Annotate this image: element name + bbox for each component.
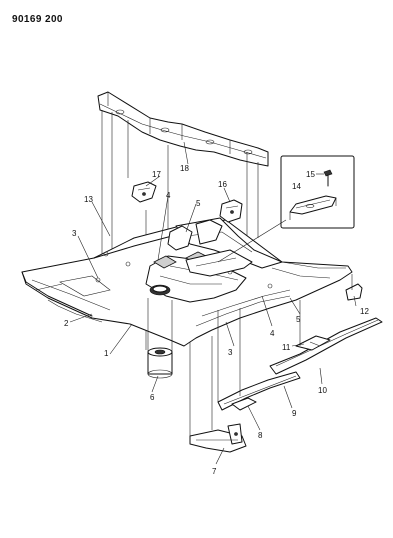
bracket-part-12 — [345, 274, 363, 301]
callout-3: 3 — [72, 229, 77, 238]
callout-5: 5 — [196, 199, 201, 208]
bracket-part-16 — [219, 199, 243, 223]
diagram-code: 90169 200 — [12, 14, 63, 25]
callout-3-lower: 3 — [228, 348, 233, 357]
callout-5-lower: 5 — [296, 315, 301, 324]
bracket-part-7 — [189, 336, 247, 453]
callout-numbers: 1 2 3 3 4 4 5 5 6 7 8 9 10 11 12 13 14 1… — [64, 164, 369, 476]
callout-7: 7 — [212, 467, 217, 476]
floor-pan — [21, 217, 353, 347]
callout-9: 9 — [292, 409, 297, 418]
callout-12: 12 — [360, 307, 369, 316]
callout-13: 13 — [84, 195, 93, 204]
callout-10: 10 — [318, 386, 327, 395]
callout-18: 18 — [180, 164, 189, 173]
callout-17: 17 — [152, 170, 161, 179]
callout-2: 2 — [64, 319, 69, 328]
callout-4-lower: 4 — [270, 329, 275, 338]
cross-member-part-18 — [97, 91, 269, 167]
callout-14: 14 — [292, 182, 301, 191]
callout-leaders — [69, 141, 357, 465]
callout-11: 11 — [282, 343, 291, 352]
callout-1: 1 — [104, 349, 109, 358]
rail-part-8-9 — [217, 308, 301, 411]
bracket-part-17 — [131, 181, 157, 203]
callout-6: 6 — [150, 393, 155, 402]
sill-part-10-11 — [269, 300, 383, 375]
callout-4: 4 — [166, 191, 171, 200]
callout-15: 15 — [306, 170, 315, 179]
spacer-part-6 — [147, 298, 173, 379]
inset-detail-box — [280, 155, 355, 229]
callout-8: 8 — [258, 431, 263, 440]
callout-16: 16 — [218, 180, 227, 189]
inset-leader-line — [217, 219, 287, 263]
